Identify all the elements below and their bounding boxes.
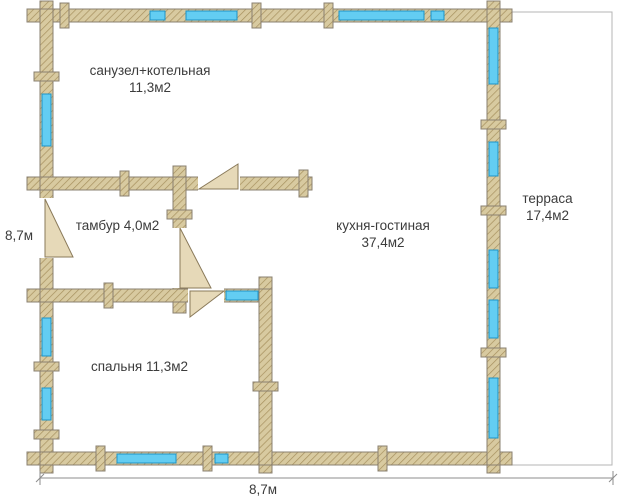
log-ties [26, 0, 513, 474]
window [185, 10, 238, 21]
window [488, 249, 499, 289]
room-label-bedroom: спальня 11,3м2 [72, 358, 207, 375]
dimension-label-bottom: 8,7м [248, 482, 278, 497]
window [488, 377, 499, 439]
window [488, 299, 499, 339]
door-swing-tambur [179, 227, 212, 289]
room-name: тамбур 4,0м2 [75, 218, 160, 233]
window [41, 387, 52, 421]
terrace-outline [500, 11, 613, 466]
door-swing-entrance [44, 198, 74, 258]
room-name: спальня 11,3м2 [90, 359, 189, 374]
window [225, 290, 259, 301]
room-label-tambur: тамбур 4,0м2 [60, 217, 175, 234]
room-area: 11,3м2 [128, 80, 172, 95]
window [214, 453, 229, 464]
room-name: кухня-гостиная [336, 218, 430, 233]
window [338, 10, 425, 21]
room-label-kitchen: кухня-гостиная 37,4м2 [318, 217, 448, 251]
room-label-terrace: терраса 17,4м2 [505, 190, 590, 224]
dimension-label-left: 8,7м [4, 228, 34, 243]
window [149, 10, 166, 21]
room-name: санузел+котельная [89, 63, 211, 78]
wall-interior-v2 [258, 288, 273, 466]
window [488, 27, 499, 85]
door-swing-bedroom [189, 290, 226, 319]
dimension-lines [35, 471, 618, 485]
door-swing-sanuzel [197, 163, 239, 190]
windows [41, 10, 499, 464]
room-name: терраса [522, 191, 573, 206]
window [430, 10, 445, 21]
room-area: 17,4м2 [525, 208, 570, 223]
room-label-sanuzel: санузел+котельная 11,3м2 [55, 62, 245, 96]
doors [44, 163, 239, 319]
window [41, 93, 52, 147]
door-openings [39, 176, 240, 303]
room-area: 37,4м2 [361, 235, 405, 250]
window [41, 317, 52, 357]
window [488, 141, 499, 177]
window [116, 453, 177, 464]
